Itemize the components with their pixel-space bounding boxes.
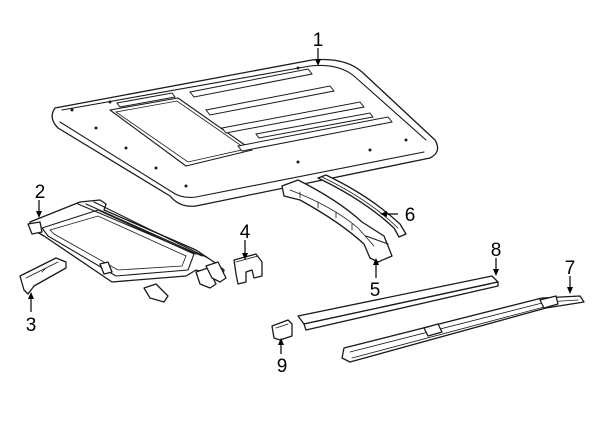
callout-6: 6 <box>405 205 416 226</box>
callout-4: 4 <box>240 222 251 243</box>
deflector-bracket <box>19 257 67 295</box>
side-rail <box>297 275 499 331</box>
small-bracket <box>233 253 263 285</box>
callout-5: 5 <box>370 280 381 301</box>
callout-2: 2 <box>35 182 46 203</box>
callout-9: 9 <box>277 356 288 377</box>
roof-panel <box>51 58 439 207</box>
callout-3: 3 <box>26 315 37 336</box>
roof-bow-upper <box>317 174 407 238</box>
leader-lines <box>28 48 573 354</box>
callout-1: 1 <box>313 30 324 51</box>
roof-bow-lower <box>281 179 393 263</box>
retaining-clip <box>271 319 293 341</box>
callout-8: 8 <box>491 240 502 261</box>
callout-7: 7 <box>565 258 576 279</box>
sunroof-frame <box>27 199 227 303</box>
drip-rail <box>341 295 585 363</box>
